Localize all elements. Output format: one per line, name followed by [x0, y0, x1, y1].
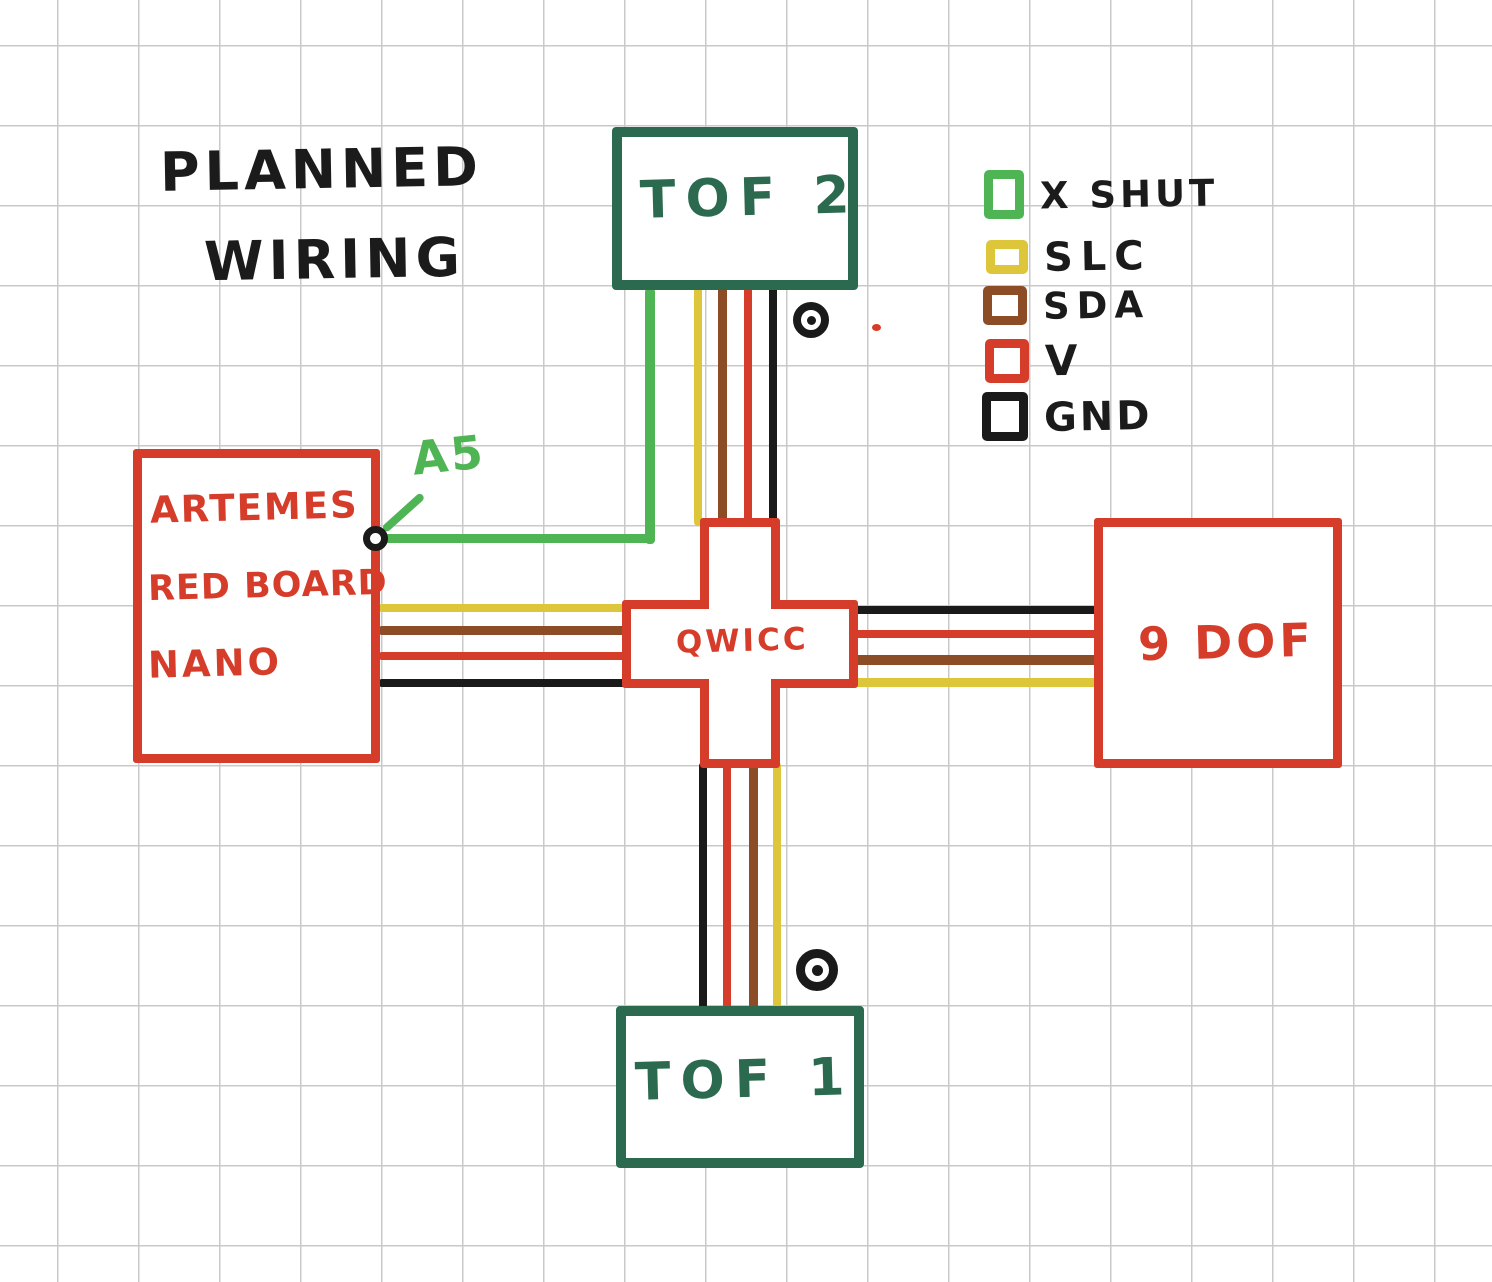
a5-label: A5: [409, 424, 489, 486]
legend-label-v: V: [1044, 335, 1082, 386]
wire-v-left: [378, 652, 632, 660]
tof2-label: TOF 2: [639, 165, 861, 231]
legend-row-gnd: GND: [982, 392, 1153, 441]
connector-mark-tof1-dot: [811, 964, 823, 976]
wire-slc-right: [850, 678, 1100, 687]
wire-sda-right: [850, 655, 1100, 665]
wire-slc-top: [694, 286, 702, 526]
tof1-box: [616, 1006, 864, 1168]
wire-sda-bottom: [749, 762, 758, 1012]
legend-row-xshut: X SHUT: [984, 170, 1219, 219]
legend-label-slc: SLC: [1043, 233, 1153, 281]
connector-mark-tof2: [793, 302, 829, 338]
wire-sda-top: [718, 286, 727, 526]
connector-mark-tof1: [796, 949, 838, 991]
legend-label-sda: SDA: [1042, 283, 1151, 328]
artemis-label-line1: ARTEMES: [149, 483, 360, 532]
legend-swatch-v: [985, 338, 1029, 383]
wire-sda-left: [378, 626, 632, 635]
wire-gnd-right: [850, 606, 1100, 614]
legend-swatch-sda: [983, 286, 1027, 325]
connector-mark-tof2-dot: [806, 315, 816, 325]
wire-xshut-vertical: [645, 288, 655, 544]
tof2-box: [612, 127, 858, 290]
legend-row-v: V: [985, 336, 1082, 385]
a5-pointer-stroke: [381, 492, 426, 533]
artemis-box: [133, 449, 380, 763]
wire-slc-bottom: [773, 762, 781, 1012]
artemis-label-line3: NANO: [147, 640, 283, 687]
wire-v-right: [850, 630, 1100, 638]
legend-row-slc: SLC: [986, 233, 1153, 281]
qwicc-label: QWICC: [675, 621, 810, 661]
ninedof-box: [1094, 518, 1342, 768]
artemis-label-line2: RED BOARD: [147, 562, 389, 610]
wire-gnd-bottom: [699, 762, 707, 1012]
legend-label-gnd: GND: [1043, 392, 1153, 441]
wire-xshut-horizontal: [380, 534, 655, 543]
wire-slc-left: [378, 604, 632, 612]
qwicc-fill-horizontal: [631, 609, 849, 679]
legend-swatch-gnd: [982, 392, 1028, 441]
wire-gnd-left: [378, 679, 632, 687]
page-title-line2: WIRING: [203, 225, 466, 294]
wire-v-bottom: [723, 762, 731, 1012]
page-title-line1: PLANNED: [159, 135, 484, 204]
stray-red-dot: [872, 324, 881, 331]
tof1-label: TOF 1: [634, 1047, 856, 1113]
legend-swatch-slc: [986, 240, 1028, 274]
a5-terminal-dot: [363, 526, 388, 551]
wire-gnd-top: [769, 286, 777, 526]
legend-swatch-xshut: [984, 170, 1024, 219]
ninedof-label: 9 DOF: [1137, 612, 1316, 672]
legend-label-xshut: X SHUT: [1039, 171, 1219, 218]
legend-row-sda: SDA: [983, 283, 1151, 328]
wire-v-top: [744, 286, 752, 526]
